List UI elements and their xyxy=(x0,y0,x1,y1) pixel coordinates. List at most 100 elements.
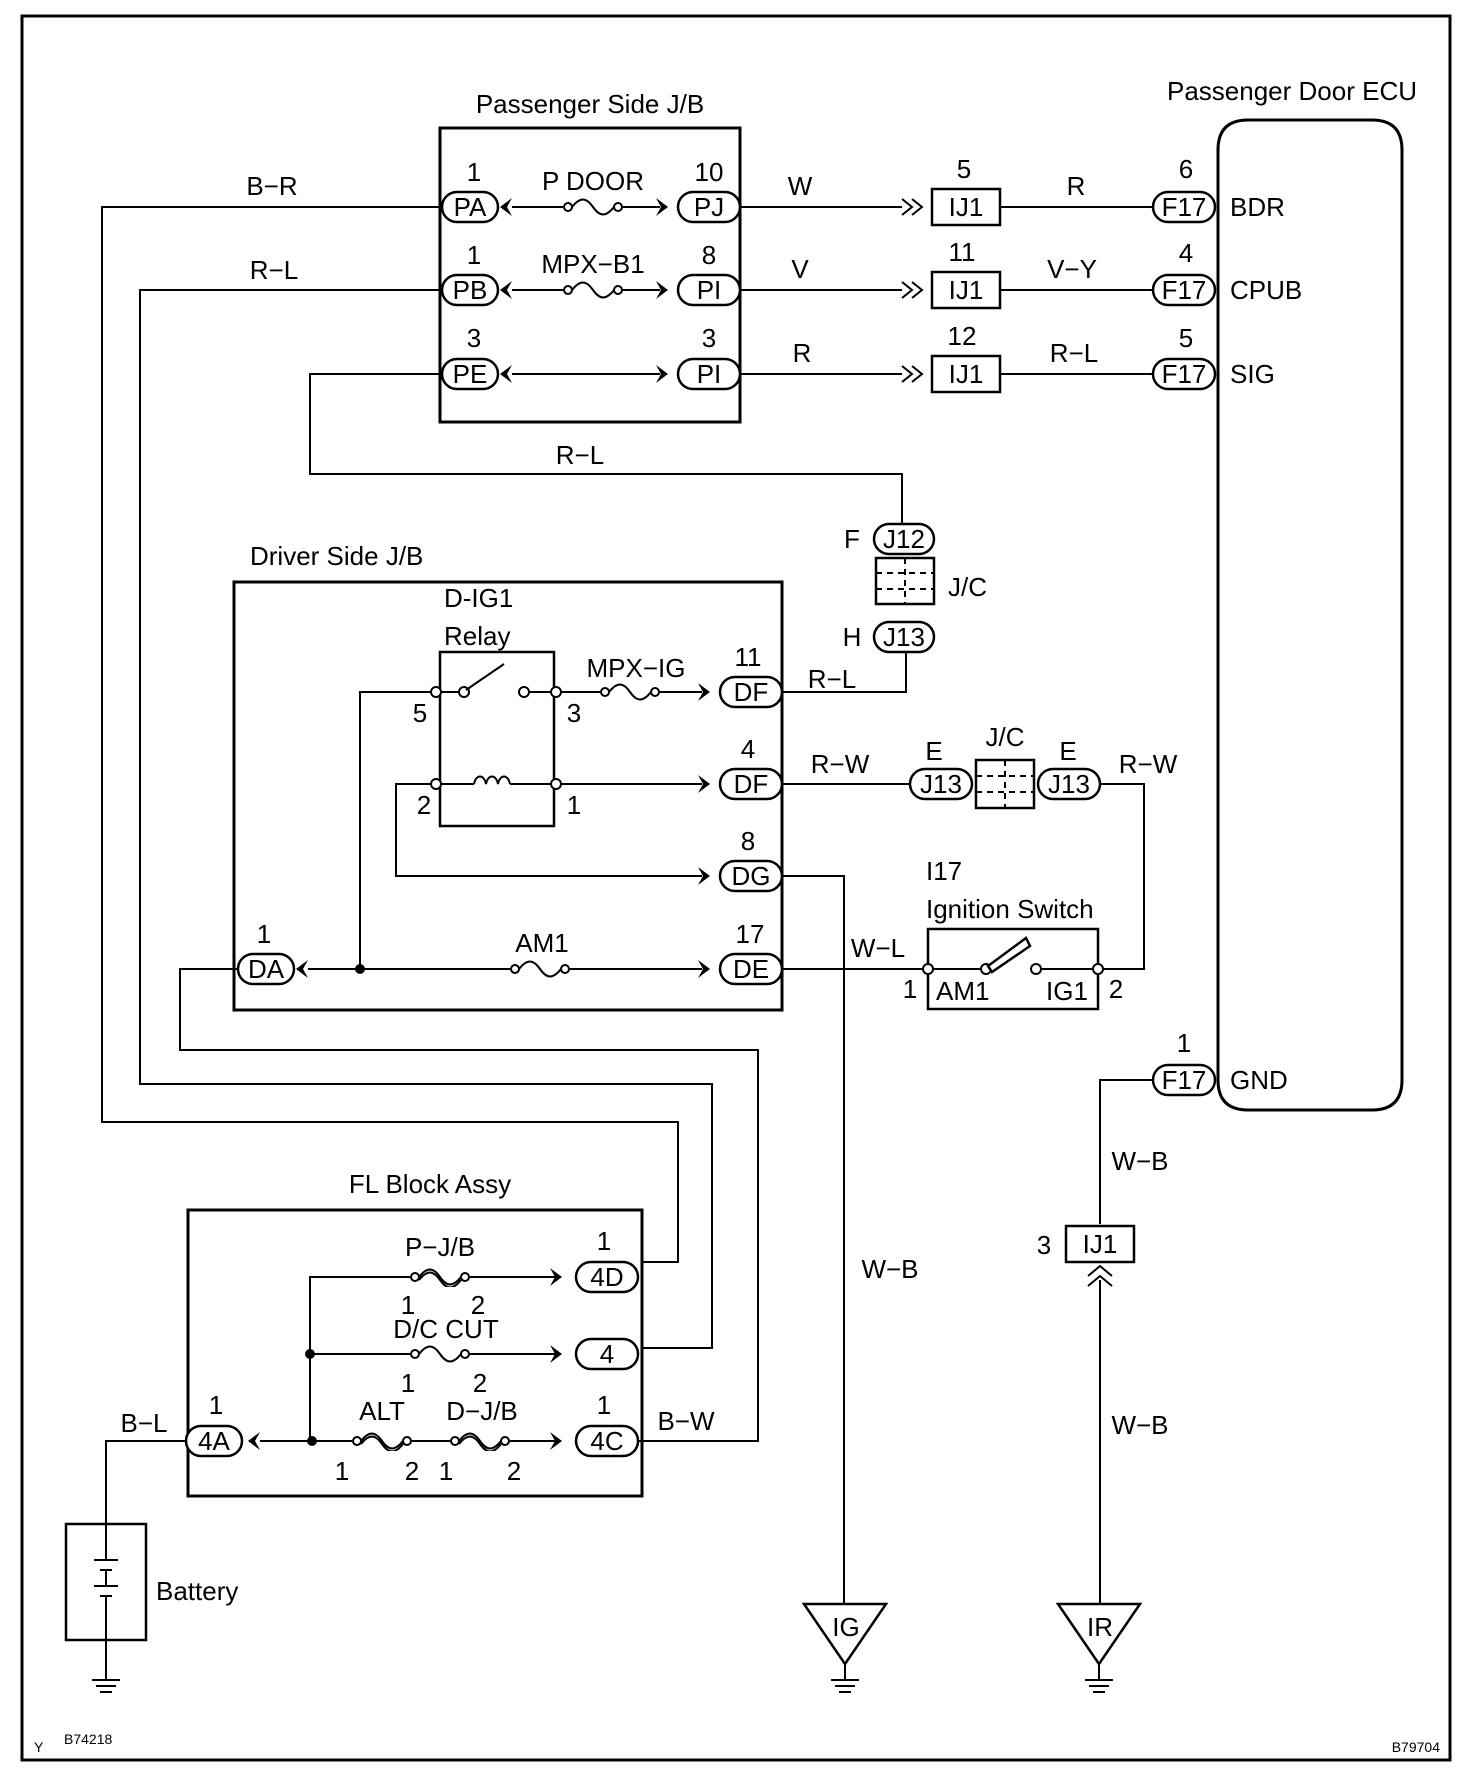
svg-text:5: 5 xyxy=(1179,323,1193,353)
svg-text:3: 3 xyxy=(567,698,581,728)
svg-text:3: 3 xyxy=(467,323,481,353)
svg-text:F17: F17 xyxy=(1162,1065,1207,1095)
svg-text:F17: F17 xyxy=(1162,275,1207,305)
svg-text:1: 1 xyxy=(903,974,917,1004)
driver-side-jb: Driver Side J/B D-IG1 Relay 5 3 2 1 MPX−… xyxy=(232,541,784,1012)
svg-text:IJ1: IJ1 xyxy=(949,192,984,222)
svg-text:IG: IG xyxy=(832,1612,859,1642)
svg-text:4A: 4A xyxy=(198,1426,230,1456)
fuse-dc-cut xyxy=(410,1345,470,1363)
jc-top-label: J/C xyxy=(948,572,987,602)
svg-text:V−Y: V−Y xyxy=(1047,254,1097,284)
svg-text:W−B: W−B xyxy=(1111,1146,1168,1176)
svg-text:PI: PI xyxy=(697,275,722,305)
svg-text:F17: F17 xyxy=(1162,192,1207,222)
connector-j12 xyxy=(872,522,936,556)
ij1-row-2: V IJ1 11 V−Y xyxy=(740,237,1153,310)
svg-text:V: V xyxy=(791,254,809,284)
ecu-terminal-gnd: GND xyxy=(1230,1065,1288,1095)
svg-text:5: 5 xyxy=(957,154,971,184)
svg-text:R−L: R−L xyxy=(250,255,298,285)
footer-right-code: B79704 xyxy=(1392,1739,1440,1755)
svg-text:1: 1 xyxy=(209,1390,223,1420)
svg-text:DE: DE xyxy=(733,954,769,984)
svg-text:DG: DG xyxy=(732,861,771,891)
svg-text:J13: J13 xyxy=(883,622,925,652)
svg-text:IJ1: IJ1 xyxy=(949,359,984,389)
svg-text:IJ1: IJ1 xyxy=(1083,1229,1118,1259)
svg-text:W−L: W−L xyxy=(851,933,905,963)
svg-text:1: 1 xyxy=(1177,1028,1191,1058)
svg-text:J13: J13 xyxy=(1048,769,1090,799)
fuse-alt-label: ALT xyxy=(359,1396,405,1426)
ignition-switch: I17 Ignition Switch AM1 IG1 1 2 W−L xyxy=(782,856,1123,1011)
connector-4d xyxy=(574,1260,640,1294)
svg-text:3: 3 xyxy=(702,323,716,353)
fuse-d-jb-label: D−J/B xyxy=(446,1396,518,1426)
svg-text:J12: J12 xyxy=(883,524,925,554)
svg-text:4D: 4D xyxy=(590,1262,623,1292)
svg-text:4: 4 xyxy=(600,1339,614,1369)
svg-text:B−L: B−L xyxy=(121,1408,168,1438)
svg-text:2: 2 xyxy=(471,1290,485,1320)
ignition-name: Ignition Switch xyxy=(926,894,1094,924)
fuse-alt xyxy=(352,1432,412,1451)
svg-text:1: 1 xyxy=(439,1456,453,1486)
svg-text:IR: IR xyxy=(1087,1612,1113,1642)
svg-text:1: 1 xyxy=(467,240,481,270)
svg-text:W−B: W−B xyxy=(861,1254,918,1284)
svg-text:PJ: PJ xyxy=(694,192,724,222)
fuse-mpx-ig-label: MPX−IG xyxy=(587,653,686,683)
svg-text:B−W: B−W xyxy=(657,1406,715,1436)
svg-text:5: 5 xyxy=(413,698,427,728)
svg-text:R: R xyxy=(793,338,812,368)
page-border xyxy=(20,14,1452,1762)
svg-text:1: 1 xyxy=(597,1390,611,1420)
svg-text:B−R: B−R xyxy=(246,171,297,201)
ground-ir: W−B IJ1 3 W−B IR xyxy=(1037,1079,1169,1693)
svg-text:1: 1 xyxy=(335,1456,349,1486)
passenger-side-jb: Passenger Side J/B PA 1 P DOOR PJ 10 PB … xyxy=(438,89,742,424)
ij1-row-1: W IJ1 5 R xyxy=(740,154,1153,227)
fl-block-assy: FL Block Assy P−J/B 1 2 4D 1 D/C CUT 1 2… xyxy=(184,1169,644,1498)
svg-text:DA: DA xyxy=(248,954,285,984)
svg-text:1: 1 xyxy=(401,1290,415,1320)
svg-text:PA: PA xyxy=(454,192,487,222)
svg-text:12: 12 xyxy=(948,321,977,351)
connector-f17-c xyxy=(1151,357,1217,391)
fuse-p-jb xyxy=(410,1268,470,1287)
fuse-mpx-ig xyxy=(600,683,660,701)
svg-text:17: 17 xyxy=(736,919,765,949)
ecu-terminal-bdr: BDR xyxy=(1230,192,1285,222)
svg-text:W: W xyxy=(788,171,813,201)
fuse-p-door xyxy=(563,198,623,216)
svg-text:R−L: R−L xyxy=(808,664,856,694)
ecu-terminal-sig: SIG xyxy=(1230,359,1275,389)
passenger-jb-title: Passenger Side J/B xyxy=(476,89,704,119)
svg-text:PI: PI xyxy=(697,359,722,389)
fuse-am1 xyxy=(510,960,570,978)
connector-4 xyxy=(574,1337,640,1371)
svg-text:IJ1: IJ1 xyxy=(949,275,984,305)
svg-text:8: 8 xyxy=(741,826,755,856)
battery-label: Battery xyxy=(156,1576,238,1606)
battery: B−L Battery xyxy=(64,1408,238,1693)
ground-ig: W−B IG xyxy=(782,875,919,1693)
svg-text:PB: PB xyxy=(453,275,488,305)
svg-text:F: F xyxy=(844,524,860,554)
svg-text:10: 10 xyxy=(695,157,724,187)
svg-text:R−L: R−L xyxy=(556,440,604,470)
feed-wires: B−R R−L R−L xyxy=(101,171,903,1349)
svg-text:1: 1 xyxy=(467,157,481,187)
svg-text:11: 11 xyxy=(949,237,976,267)
fuse-mpx-b1-label: MPX−B1 xyxy=(541,249,644,279)
ecu-terminal-cpub: CPUB xyxy=(1230,275,1302,305)
junction-connector-middle: R−W J13 E J/C J13 E R−W xyxy=(782,722,1178,970)
fuse-d-jb xyxy=(450,1432,510,1451)
fuse-p-jb-label: P−J/B xyxy=(405,1232,475,1262)
relay-d-ig1 xyxy=(438,650,556,828)
svg-text:R−L: R−L xyxy=(1050,338,1098,368)
svg-text:6: 6 xyxy=(1179,154,1193,184)
connector-ij1-gnd xyxy=(1064,1224,1136,1264)
svg-text:J13: J13 xyxy=(920,769,962,799)
